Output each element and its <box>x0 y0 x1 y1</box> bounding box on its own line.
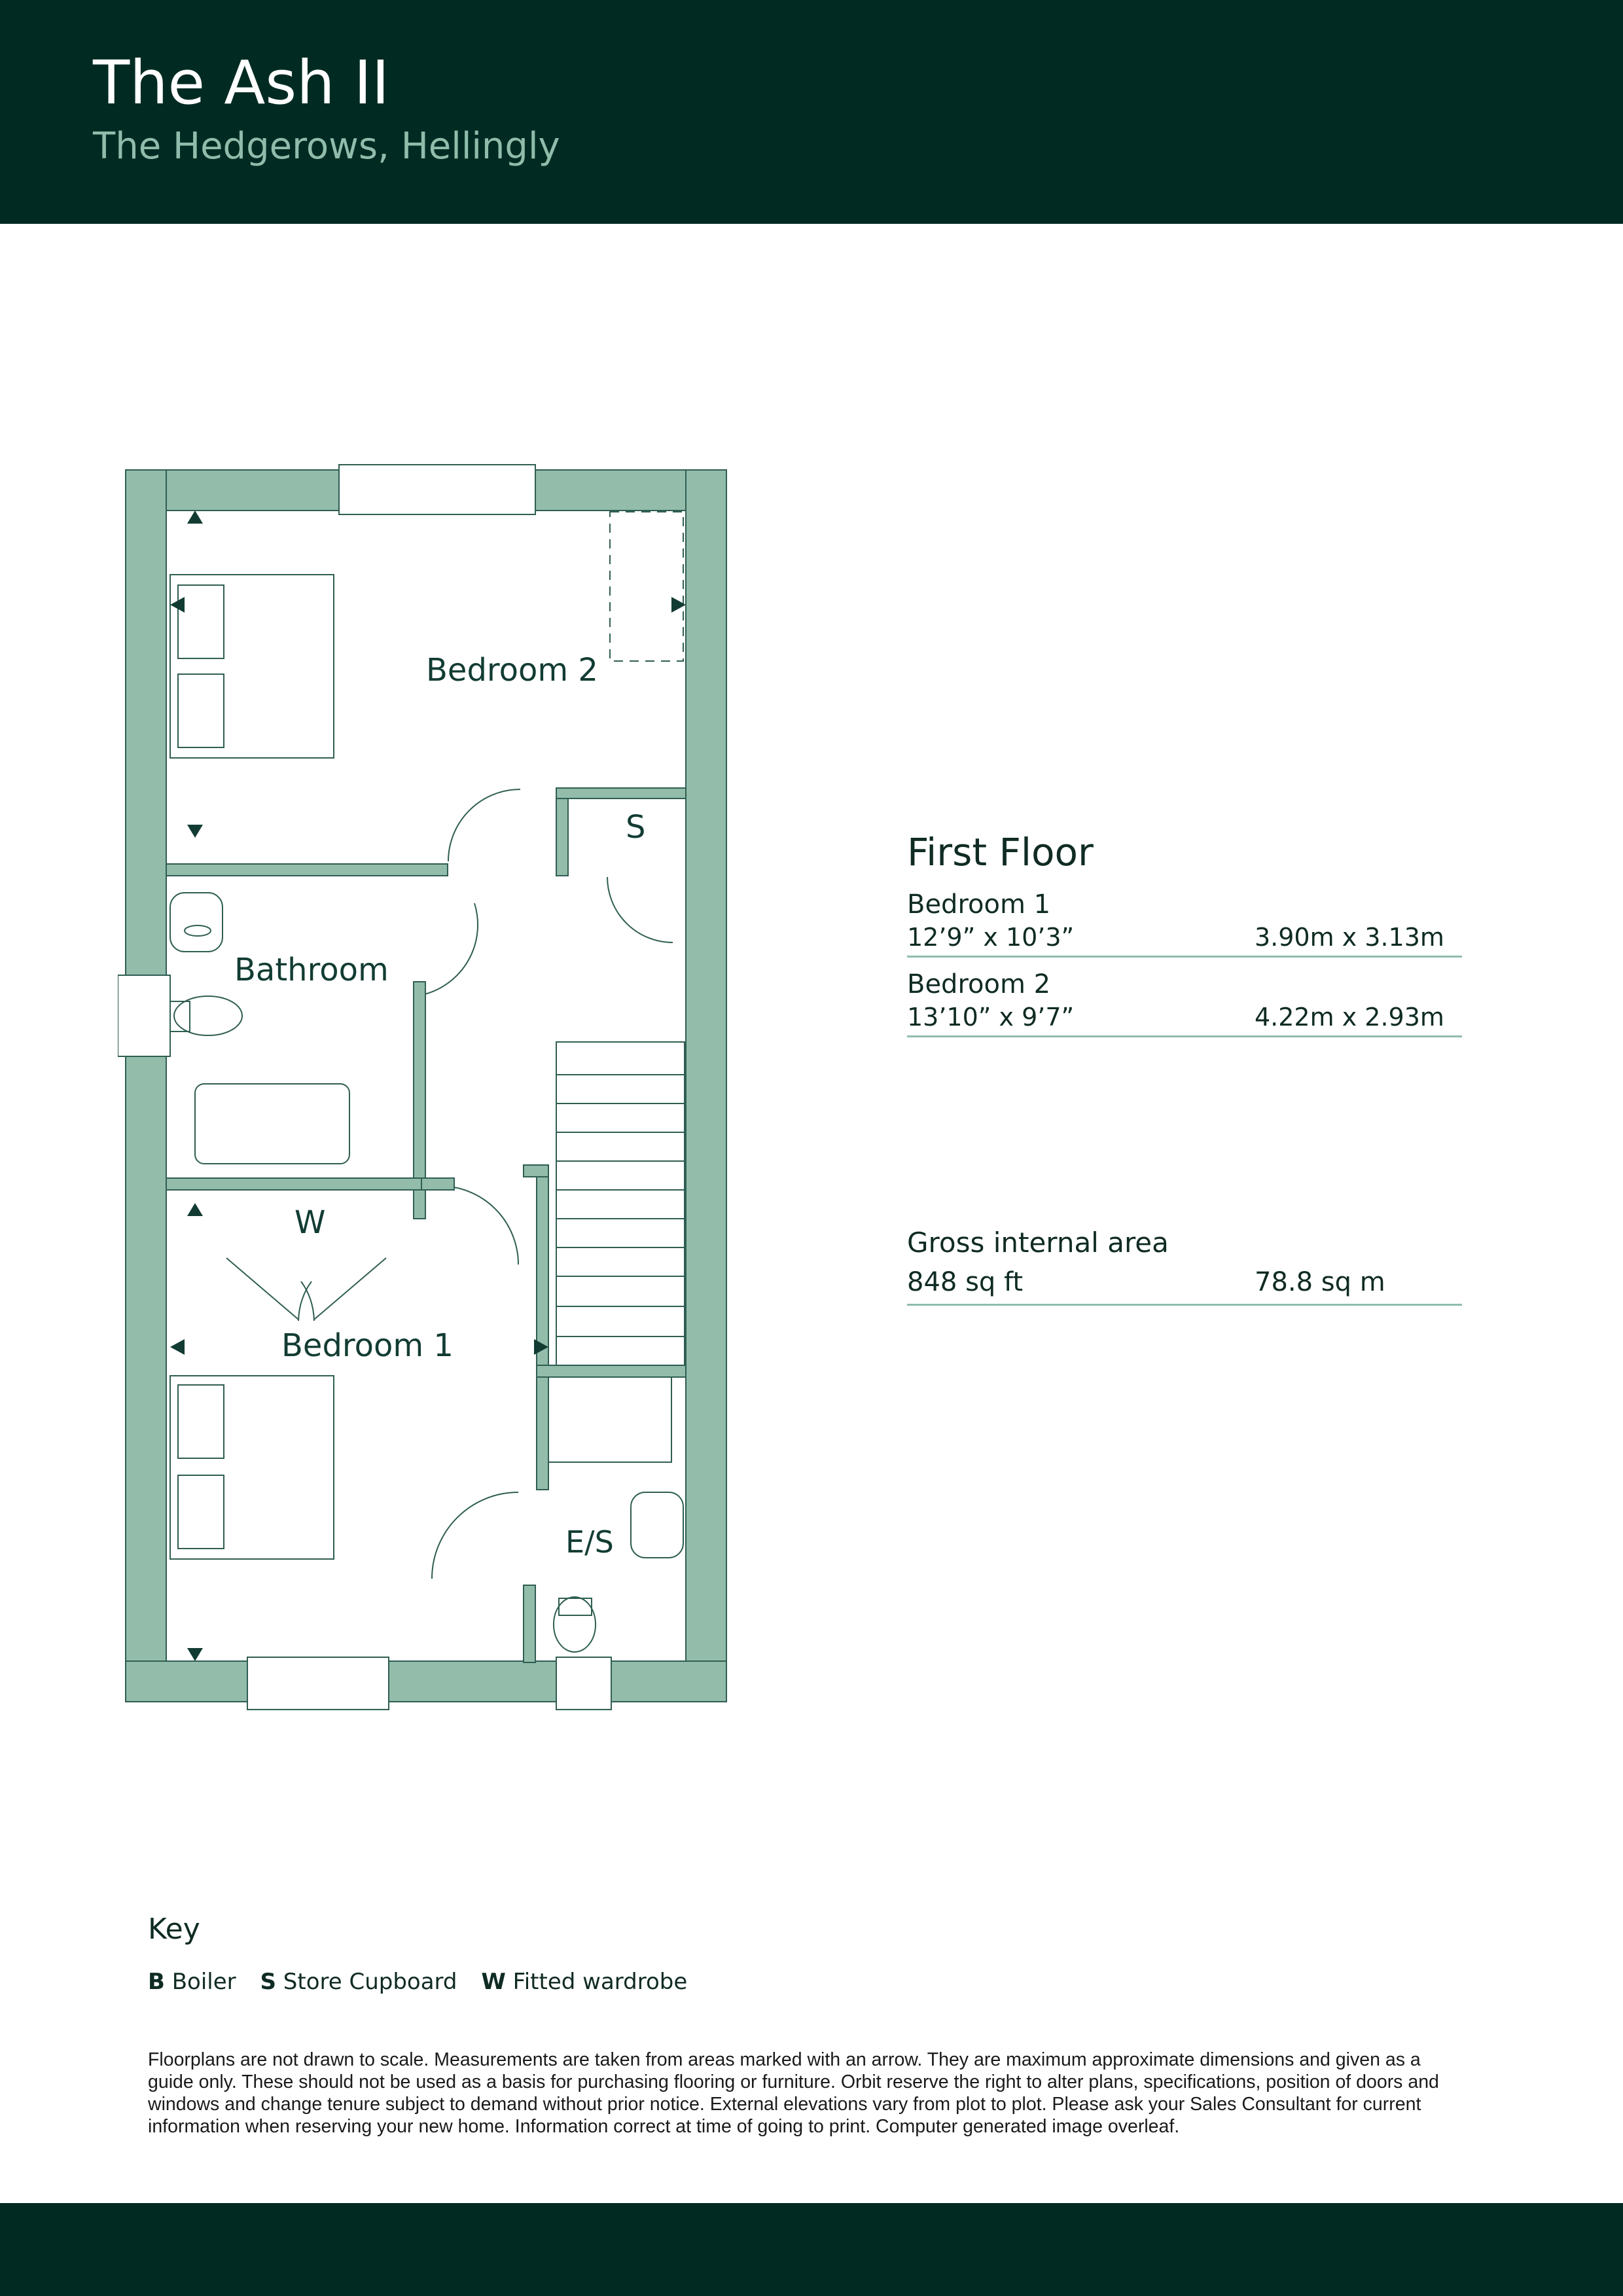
window-top <box>338 464 536 515</box>
wall-right <box>685 469 727 1702</box>
room-dimensions: 13’10” x 9’7” 4.22m x 2.93m <box>907 1001 1462 1035</box>
key-item-store: S Store Cupboard <box>260 1969 457 1995</box>
key-title: Key <box>148 1912 200 1946</box>
label-ensuite: E/S <box>565 1524 614 1560</box>
wall-bathroom-bottom <box>166 1177 455 1191</box>
room-dimensions: 12’9” x 10’3” 3.90m x 3.13m <box>907 922 1462 956</box>
wall-bathroom-top <box>166 863 448 876</box>
label-bathroom: Bathroom <box>234 952 389 988</box>
gia-metric: 78.8 sq m <box>1255 1267 1385 1297</box>
room-name: Bedroom 2 <box>907 969 1051 999</box>
window-bottom-right <box>556 1657 612 1710</box>
bath <box>194 1083 350 1164</box>
room-block-bedroom-2: Bedroom 2 13’10” x 9’7” 4.22m x 2.93m <box>907 967 1462 1037</box>
wall-left <box>125 469 167 1702</box>
imperial-dimensions: 13’10” x 9’7” <box>907 1003 1075 1031</box>
key-legend: B Boiler S Store Cupboard W Fitted wardr… <box>148 1969 704 1995</box>
label-bedroom-2: Bedroom 2 <box>426 652 598 689</box>
metric-dimensions: 3.90m x 3.13m <box>1255 923 1444 952</box>
key-item-wardrobe: W Fitted wardrobe <box>481 1969 688 1995</box>
wall-bottom <box>125 1660 727 1702</box>
label-wardrobe: W <box>294 1204 325 1241</box>
page-title: The Ash II <box>93 48 390 118</box>
gia-title: Gross internal area <box>907 1227 1169 1259</box>
footer-band <box>0 2203 1623 2296</box>
stairs <box>556 1041 685 1367</box>
label-store: S <box>626 809 645 846</box>
page-subtitle: The Hedgerows, Hellingly <box>93 125 560 168</box>
header-band: The Ash II The Hedgerows, Hellingly <box>0 0 1623 224</box>
window-left <box>118 975 171 1057</box>
window-bottom-left <box>247 1657 389 1710</box>
disclaimer: Floorplans are not drawn to scale. Measu… <box>148 2049 1439 2137</box>
shower-tray <box>540 1376 672 1463</box>
room-block-bedroom-1: Bedroom 1 12’9” x 10’3” 3.90m x 3.13m <box>907 888 1462 958</box>
floor-title: First Floor <box>907 830 1094 874</box>
imperial-dimensions: 12’9” x 10’3” <box>907 923 1075 952</box>
label-bedroom-1: Bedroom 1 <box>281 1327 454 1364</box>
floorplan: Bedroom 2 Bathroom S W Bedroom 1 E/S <box>118 464 727 1710</box>
gia-imperial: 848 sq ft <box>907 1267 1024 1297</box>
key-item-boiler: B Boiler <box>148 1969 236 1995</box>
room-name: Bedroom 1 <box>907 889 1051 920</box>
metric-dimensions: 4.22m x 2.93m <box>1255 1003 1444 1031</box>
gia-values: 848 sq ft 78.8 sq m <box>907 1267 1462 1306</box>
